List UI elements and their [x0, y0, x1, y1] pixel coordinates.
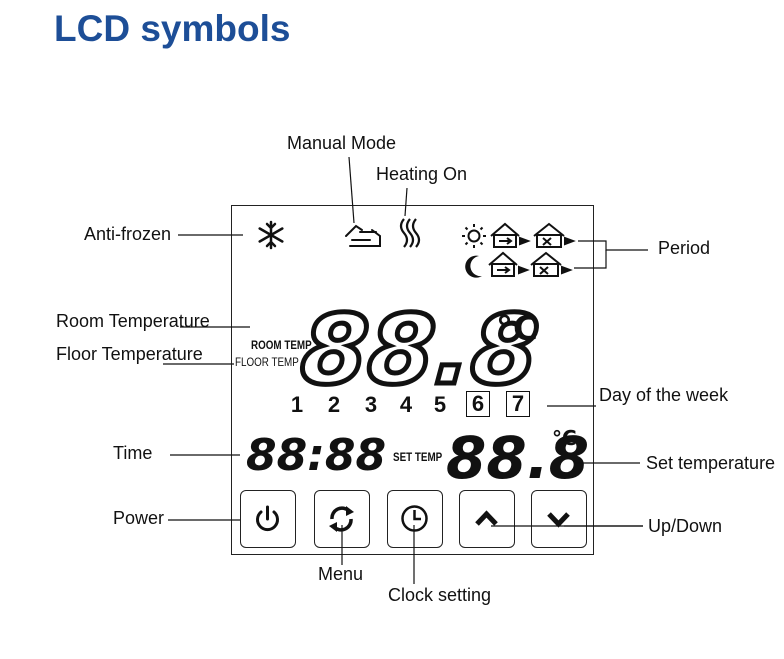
page-title: LCD symbols	[54, 8, 291, 49]
label-floor-temperature: Floor Temperature	[56, 344, 203, 364]
label-set-temperature: Set temperature	[646, 453, 776, 473]
chevron-up-icon	[475, 510, 498, 526]
label-period: Period	[658, 238, 711, 258]
label-power: Power	[113, 508, 165, 528]
power-icon	[256, 505, 279, 532]
label-manual-mode: Manual Mode	[287, 133, 397, 153]
label-menu: Menu	[318, 564, 364, 584]
clock-button[interactable]	[387, 490, 443, 548]
clock-icon	[401, 505, 428, 532]
day-4: 4	[399, 392, 413, 417]
power-button[interactable]	[240, 490, 296, 548]
set-temp-indicator: SET TEMP	[393, 450, 443, 464]
label-time: Time	[113, 443, 153, 463]
day-5: 5	[433, 392, 447, 417]
up-button[interactable]	[459, 490, 515, 548]
day-1: 1	[290, 392, 304, 417]
label-heating-on: Heating On	[376, 164, 468, 184]
floor-temp-indicator: FLOOR TEMP	[235, 355, 299, 369]
refresh-icon	[329, 506, 354, 532]
label-anti-frozen: Anti-frozen	[84, 224, 172, 244]
label-up-down: Up/Down	[648, 516, 723, 536]
chevron-down-icon	[547, 512, 570, 528]
menu-button[interactable]	[314, 490, 370, 548]
day-2: 2	[327, 392, 341, 417]
label-room-temperature: Room Temperature	[56, 311, 210, 331]
label-clock-setting: Clock setting	[388, 585, 492, 605]
day-3: 3	[364, 392, 378, 417]
day-7: 7	[506, 391, 530, 417]
room-temp-indicator: ROOM TEMP	[251, 338, 312, 352]
day-6: 6	[466, 391, 490, 417]
down-button[interactable]	[531, 490, 587, 548]
label-day-of-week: Day of the week	[599, 385, 729, 405]
